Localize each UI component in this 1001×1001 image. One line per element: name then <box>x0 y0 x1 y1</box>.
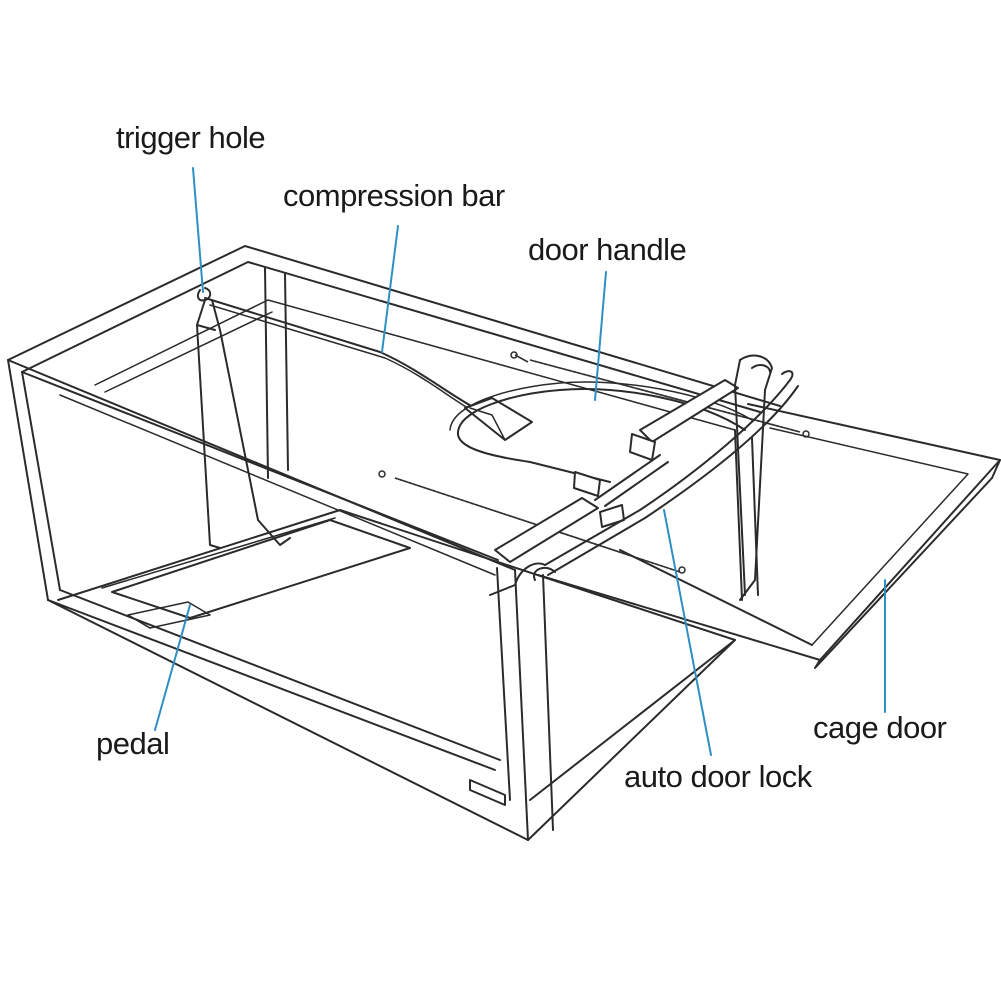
leader-pedal <box>154 604 191 731</box>
leader-lines <box>154 167 886 756</box>
cage-door-panel <box>537 403 1001 669</box>
floor-clip <box>469 779 506 806</box>
leader-trigger-hole <box>192 167 204 293</box>
label-door-handle: door handle <box>528 232 687 267</box>
leader-auto-door-lock <box>663 509 712 756</box>
trigger-rod <box>196 287 291 549</box>
auto-door-lock <box>489 354 799 601</box>
cage-frame <box>7 245 781 841</box>
compression-bar <box>204 297 533 441</box>
label-auto-door-lock: auto door lock <box>624 759 812 794</box>
label-trigger-hole: trigger hole <box>116 120 266 155</box>
label-compression-bar: compression bar <box>283 178 505 213</box>
label-cage-door: cage door <box>813 710 947 745</box>
leader-compression-bar <box>381 225 399 353</box>
pedal-plate <box>111 519 411 629</box>
label-pedal: pedal <box>96 726 170 761</box>
leader-door-handle <box>594 271 607 401</box>
